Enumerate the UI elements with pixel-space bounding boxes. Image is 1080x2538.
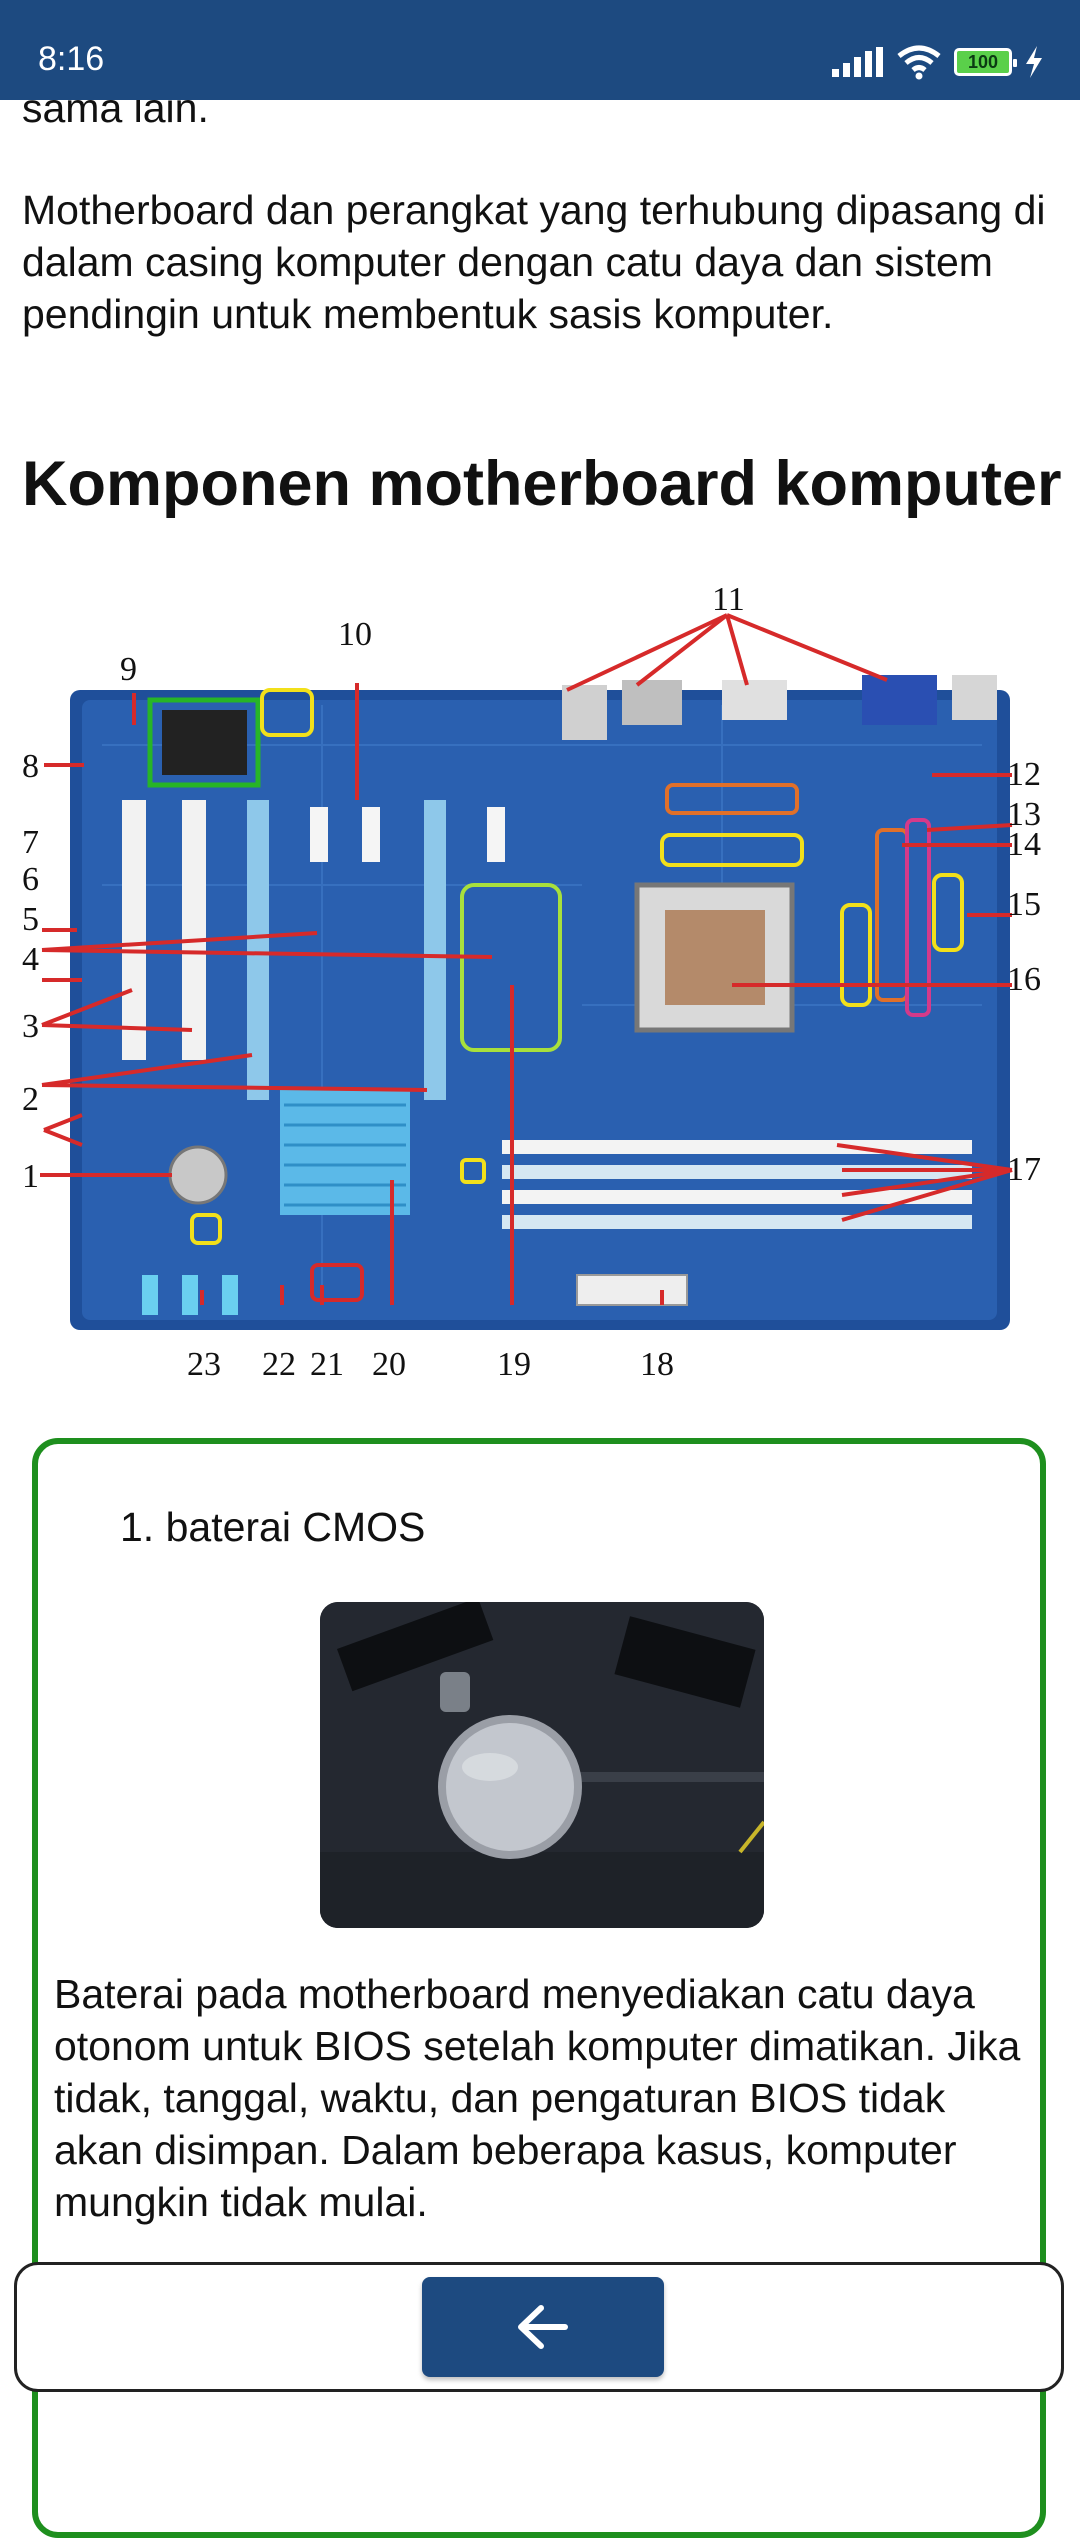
diagram-label: 6 — [22, 861, 39, 898]
bottom-navigation — [14, 2262, 1064, 2392]
status-icons: 100 — [832, 42, 1044, 82]
diagram-label: 22 — [262, 1346, 296, 1383]
signal-icon — [832, 47, 883, 77]
battery-icon: 100 — [954, 48, 1017, 76]
diagram-label: 18 — [640, 1346, 674, 1383]
pci-slot — [182, 800, 206, 1060]
atx-power-connector — [576, 1274, 688, 1306]
diagram-label: 21 — [310, 1346, 344, 1383]
diagram-label: 12 — [1007, 756, 1041, 793]
diagram-label: 4 — [22, 941, 39, 978]
pcie-x16-slot — [247, 800, 269, 1100]
arrow-left-icon — [518, 2305, 568, 2349]
diagram-label: 19 — [497, 1346, 531, 1383]
pci-slot — [122, 800, 146, 1060]
back-button[interactable] — [422, 2277, 664, 2377]
wifi-icon — [897, 45, 941, 80]
section-heading: Komponen motherboard komputer — [22, 449, 1062, 519]
card-description: Baterai pada motherboard menyediakan cat… — [54, 1971, 1021, 2225]
diagram-label: 17 — [1007, 1151, 1041, 1188]
card-title: 1. baterai CMOS — [120, 1504, 426, 1550]
diagram-label: 3 — [22, 1008, 39, 1045]
cmos-battery-photo — [320, 1602, 764, 1928]
status-time: 8:16 — [38, 40, 105, 78]
diagram-label: 16 — [1007, 961, 1041, 998]
intro-paragraph: Motherboard dan perangkat yang terhubung… — [22, 187, 1046, 337]
diagram-label: 11 — [712, 585, 745, 618]
chipset-heatsink — [280, 1090, 410, 1215]
diagram-label: 2 — [22, 1081, 39, 1118]
diagram-label: 13 — [1007, 796, 1041, 833]
diagram-label: 10 — [338, 616, 372, 653]
diagram-label: 7 — [22, 824, 39, 861]
charging-icon — [1026, 46, 1042, 78]
cmos-battery — [168, 1145, 228, 1205]
diagram-label: 20 — [372, 1346, 406, 1383]
diagram-label: 1 — [22, 1158, 39, 1195]
diagram-label: 23 — [187, 1346, 221, 1383]
diagram-label: 15 — [1007, 886, 1041, 923]
diagram-label: 9 — [120, 651, 137, 688]
motherboard-diagram: 1 2 3 4 5 6 7 8 9 10 11 12 13 14 15 16 1… — [22, 585, 1058, 1385]
diagram-label: 5 — [22, 901, 39, 938]
diagram-label: 8 — [22, 748, 39, 785]
status-bar: 8:16 100 — [0, 0, 1080, 100]
pcie-x16-slot — [424, 800, 446, 1100]
diagram-label: 14 — [1007, 826, 1041, 863]
